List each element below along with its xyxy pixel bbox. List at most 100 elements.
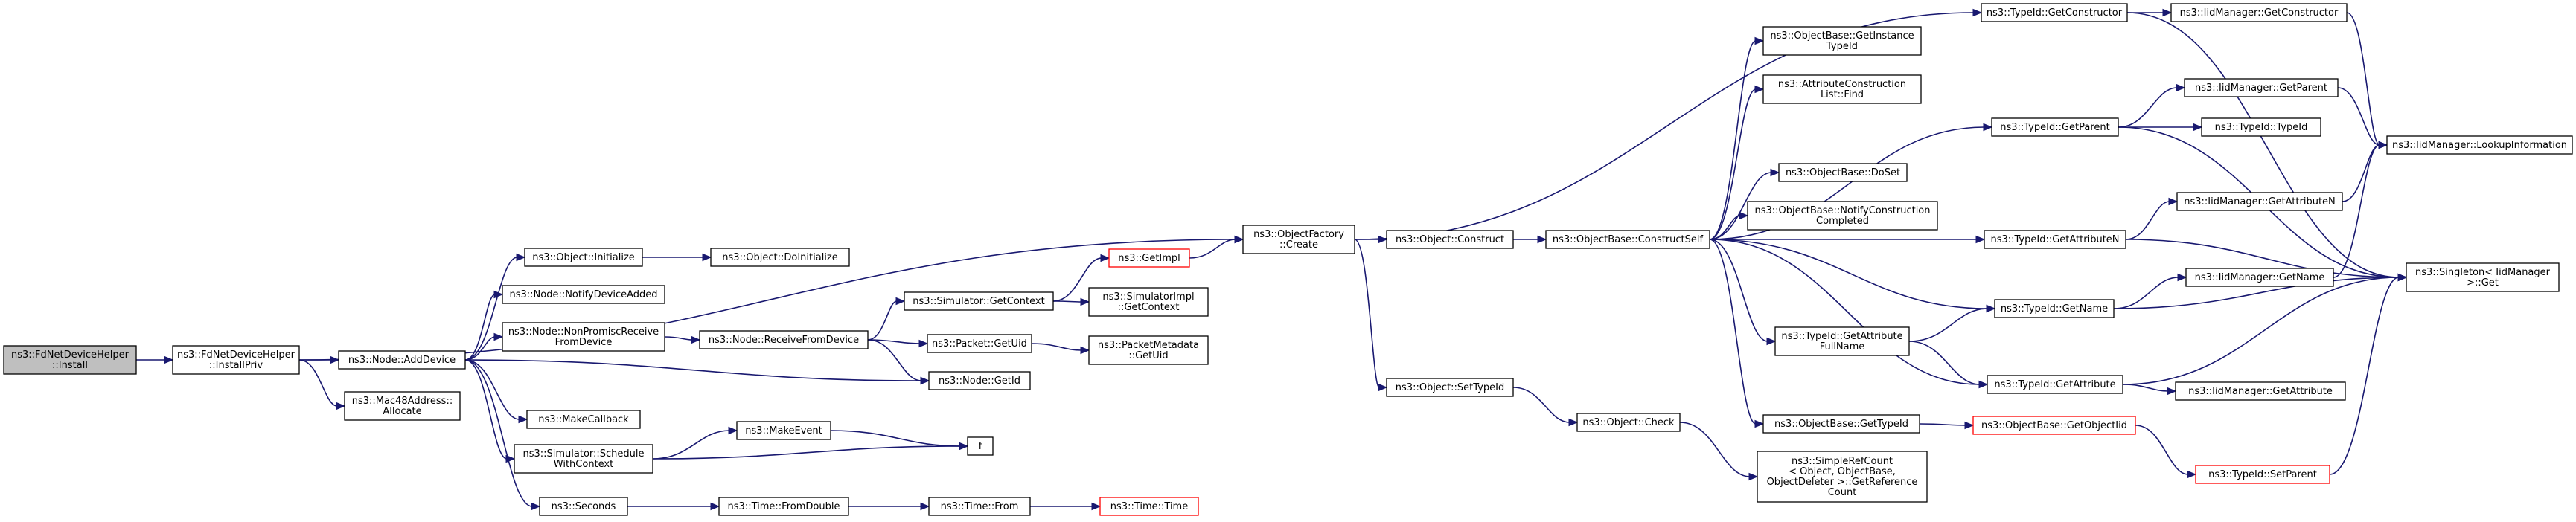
node-iid_getconstructor[interactable]: ns3::IidManager::GetConstructor	[2170, 3, 2348, 22]
node-box[interactable]	[1099, 497, 1199, 516]
node-box[interactable]	[338, 350, 466, 370]
node-box[interactable]	[967, 436, 994, 456]
node-time_from[interactable]: ns3::Time::From	[928, 497, 1031, 516]
node-box[interactable]	[172, 345, 300, 375]
node-box[interactable]	[1981, 3, 2128, 22]
node-box[interactable]	[526, 410, 641, 429]
node-box[interactable]	[3, 345, 137, 375]
node-box[interactable]	[1108, 248, 1190, 268]
node-mac48[interactable]: ns3::Mac48Address::Allocate	[344, 391, 461, 421]
node-box[interactable]	[1991, 117, 2119, 137]
node-box[interactable]	[1762, 414, 1920, 434]
node-notifyconstructioncompleted[interactable]: ns3::ObjectBase::NotifyConstructionCompl…	[1747, 201, 1938, 231]
node-box[interactable]	[718, 497, 849, 516]
node-typeid_getparent[interactable]: ns3::TypeId::GetParent	[1991, 117, 2119, 137]
node-box[interactable]	[928, 371, 1031, 390]
node-iid_getattribute[interactable]: ns3::IidManager::GetAttribute	[2175, 381, 2346, 401]
node-box[interactable]	[710, 248, 850, 267]
node-obj_construct[interactable]: ns3::Object::Construct	[1386, 230, 1514, 249]
node-obj_settypeid[interactable]: ns3::Object::SetTypeId	[1386, 378, 1514, 397]
node-time_time[interactable]: ns3::Time::Time	[1099, 497, 1199, 516]
node-box[interactable]	[2406, 262, 2560, 292]
node-box[interactable]	[1994, 299, 2115, 318]
node-constructself[interactable]: ns3::ObjectBase::ConstructSelf	[1545, 230, 1710, 249]
node-packet_getuid[interactable]: ns3::Packet::GetUid	[927, 334, 1032, 353]
node-box[interactable]	[539, 497, 628, 516]
node-getobjecttid[interactable]: ns3::ObjectBase::GetObjectIid	[1972, 416, 2136, 435]
node-box[interactable]	[1088, 335, 1209, 365]
node-doset[interactable]: ns3::ObjectBase::DoSet	[1778, 163, 1908, 182]
node-box[interactable]	[1762, 74, 1922, 104]
node-iid_getattributen[interactable]: ns3::IidManager::GetAttributeN	[2176, 192, 2343, 211]
node-notifydeviceadded[interactable]: ns3::Node::NotifyDeviceAdded	[502, 285, 665, 304]
node-makeevent[interactable]: ns3::MakeEvent	[736, 421, 831, 440]
node-box[interactable]	[1774, 326, 1910, 356]
node-typeid_typeid[interactable]: ns3::TypeId::TypeId	[2201, 117, 2321, 137]
node-box[interactable]	[1242, 225, 1355, 254]
node-box[interactable]	[1545, 230, 1710, 249]
node-box[interactable]	[502, 322, 665, 352]
node-time_fromdouble[interactable]: ns3::Time::FromDouble	[718, 497, 849, 516]
node-iid_lookupinformation[interactable]: ns3::IidManager::LookupInformation	[2386, 135, 2573, 155]
node-packetmeta_getuid[interactable]: ns3::PacketMetadata::GetUid	[1088, 335, 1209, 365]
node-installpriv[interactable]: ns3::FdNetDeviceHelper::InstallPriv	[172, 345, 300, 375]
node-box[interactable]	[1576, 413, 1681, 432]
node-fdnet_install[interactable]: ns3::FdNetDeviceHelper::Install	[3, 345, 137, 375]
node-typeid_getattribute[interactable]: ns3::TypeId::GetAttribute	[1987, 375, 2123, 394]
node-box[interactable]	[2201, 117, 2321, 137]
node-obj_initialize[interactable]: ns3::Object::Initialize	[524, 248, 643, 267]
node-makecallback[interactable]: ns3::MakeCallback	[526, 410, 641, 429]
node-box[interactable]	[2195, 465, 2330, 484]
node-box[interactable]	[928, 497, 1031, 516]
node-box[interactable]	[736, 421, 831, 440]
node-typeid_getattributen[interactable]: ns3::TypeId::GetAttributeN	[1984, 230, 2126, 249]
node-box[interactable]	[2175, 381, 2346, 401]
node-receivefromdevice[interactable]: ns3::Node::ReceiveFromDevice	[699, 330, 869, 349]
node-box[interactable]	[2176, 192, 2343, 211]
node-simplerefcount[interactable]: ns3::SimpleRefCount< Object, ObjectBase,…	[1757, 451, 1928, 503]
node-box[interactable]	[1386, 378, 1514, 397]
node-box[interactable]	[524, 248, 643, 267]
node-singleton_get[interactable]: ns3::Singleton< IidManager>::Get	[2406, 262, 2560, 292]
node-box[interactable]	[1987, 375, 2123, 394]
node-box[interactable]	[2185, 268, 2334, 287]
node-box[interactable]	[1757, 451, 1928, 503]
node-seconds[interactable]: ns3::Seconds	[539, 497, 628, 516]
node-typeid_getname[interactable]: ns3::TypeId::GetName	[1994, 299, 2115, 318]
node-doinitialize[interactable]: ns3::Object::DoInitialize	[710, 248, 850, 267]
node-node_getid[interactable]: ns3::Node::GetId	[928, 371, 1031, 390]
node-box[interactable]	[344, 391, 461, 421]
node-box[interactable]	[904, 291, 1054, 311]
node-f[interactable]: f	[967, 436, 994, 456]
node-iid_getname[interactable]: ns3::IidManager::GetName	[2185, 268, 2334, 287]
node-box[interactable]	[1747, 201, 1938, 231]
node-box[interactable]	[502, 285, 665, 304]
node-box[interactable]	[2184, 78, 2339, 97]
node-typeid_setparent[interactable]: ns3::TypeId::SetParent	[2195, 465, 2330, 484]
node-typeid_getconstructor[interactable]: ns3::TypeId::GetConstructor	[1981, 3, 2128, 22]
node-box[interactable]	[1972, 416, 2136, 435]
node-node_adddevice[interactable]: ns3::Node::AddDevice	[338, 350, 466, 370]
node-box[interactable]	[1386, 230, 1514, 249]
node-box[interactable]	[1088, 287, 1209, 317]
node-box[interactable]	[699, 330, 869, 349]
node-obj_check[interactable]: ns3::Object::Check	[1576, 413, 1681, 432]
node-objbase_gettypeid[interactable]: ns3::ObjectBase::GetTypeId	[1762, 414, 1920, 434]
node-iid_getparent[interactable]: ns3::IidManager::GetParent	[2184, 78, 2339, 97]
node-simimpl_getcontext[interactable]: ns3::SimulatorImpl::GetContext	[1088, 287, 1209, 317]
node-getimpl[interactable]: ns3::GetImpl	[1108, 248, 1190, 268]
node-box[interactable]	[2386, 135, 2573, 155]
node-box[interactable]	[2170, 3, 2348, 22]
node-box[interactable]	[1984, 230, 2126, 249]
node-box[interactable]	[1762, 26, 1922, 56]
node-box[interactable]	[927, 334, 1032, 353]
node-objfactory_create[interactable]: ns3::ObjectFactory::Create	[1242, 225, 1355, 254]
node-box[interactable]	[1778, 163, 1908, 182]
node-box[interactable]	[514, 444, 653, 474]
node-sim_getcontext[interactable]: ns3::Simulator::GetContext	[904, 291, 1054, 311]
